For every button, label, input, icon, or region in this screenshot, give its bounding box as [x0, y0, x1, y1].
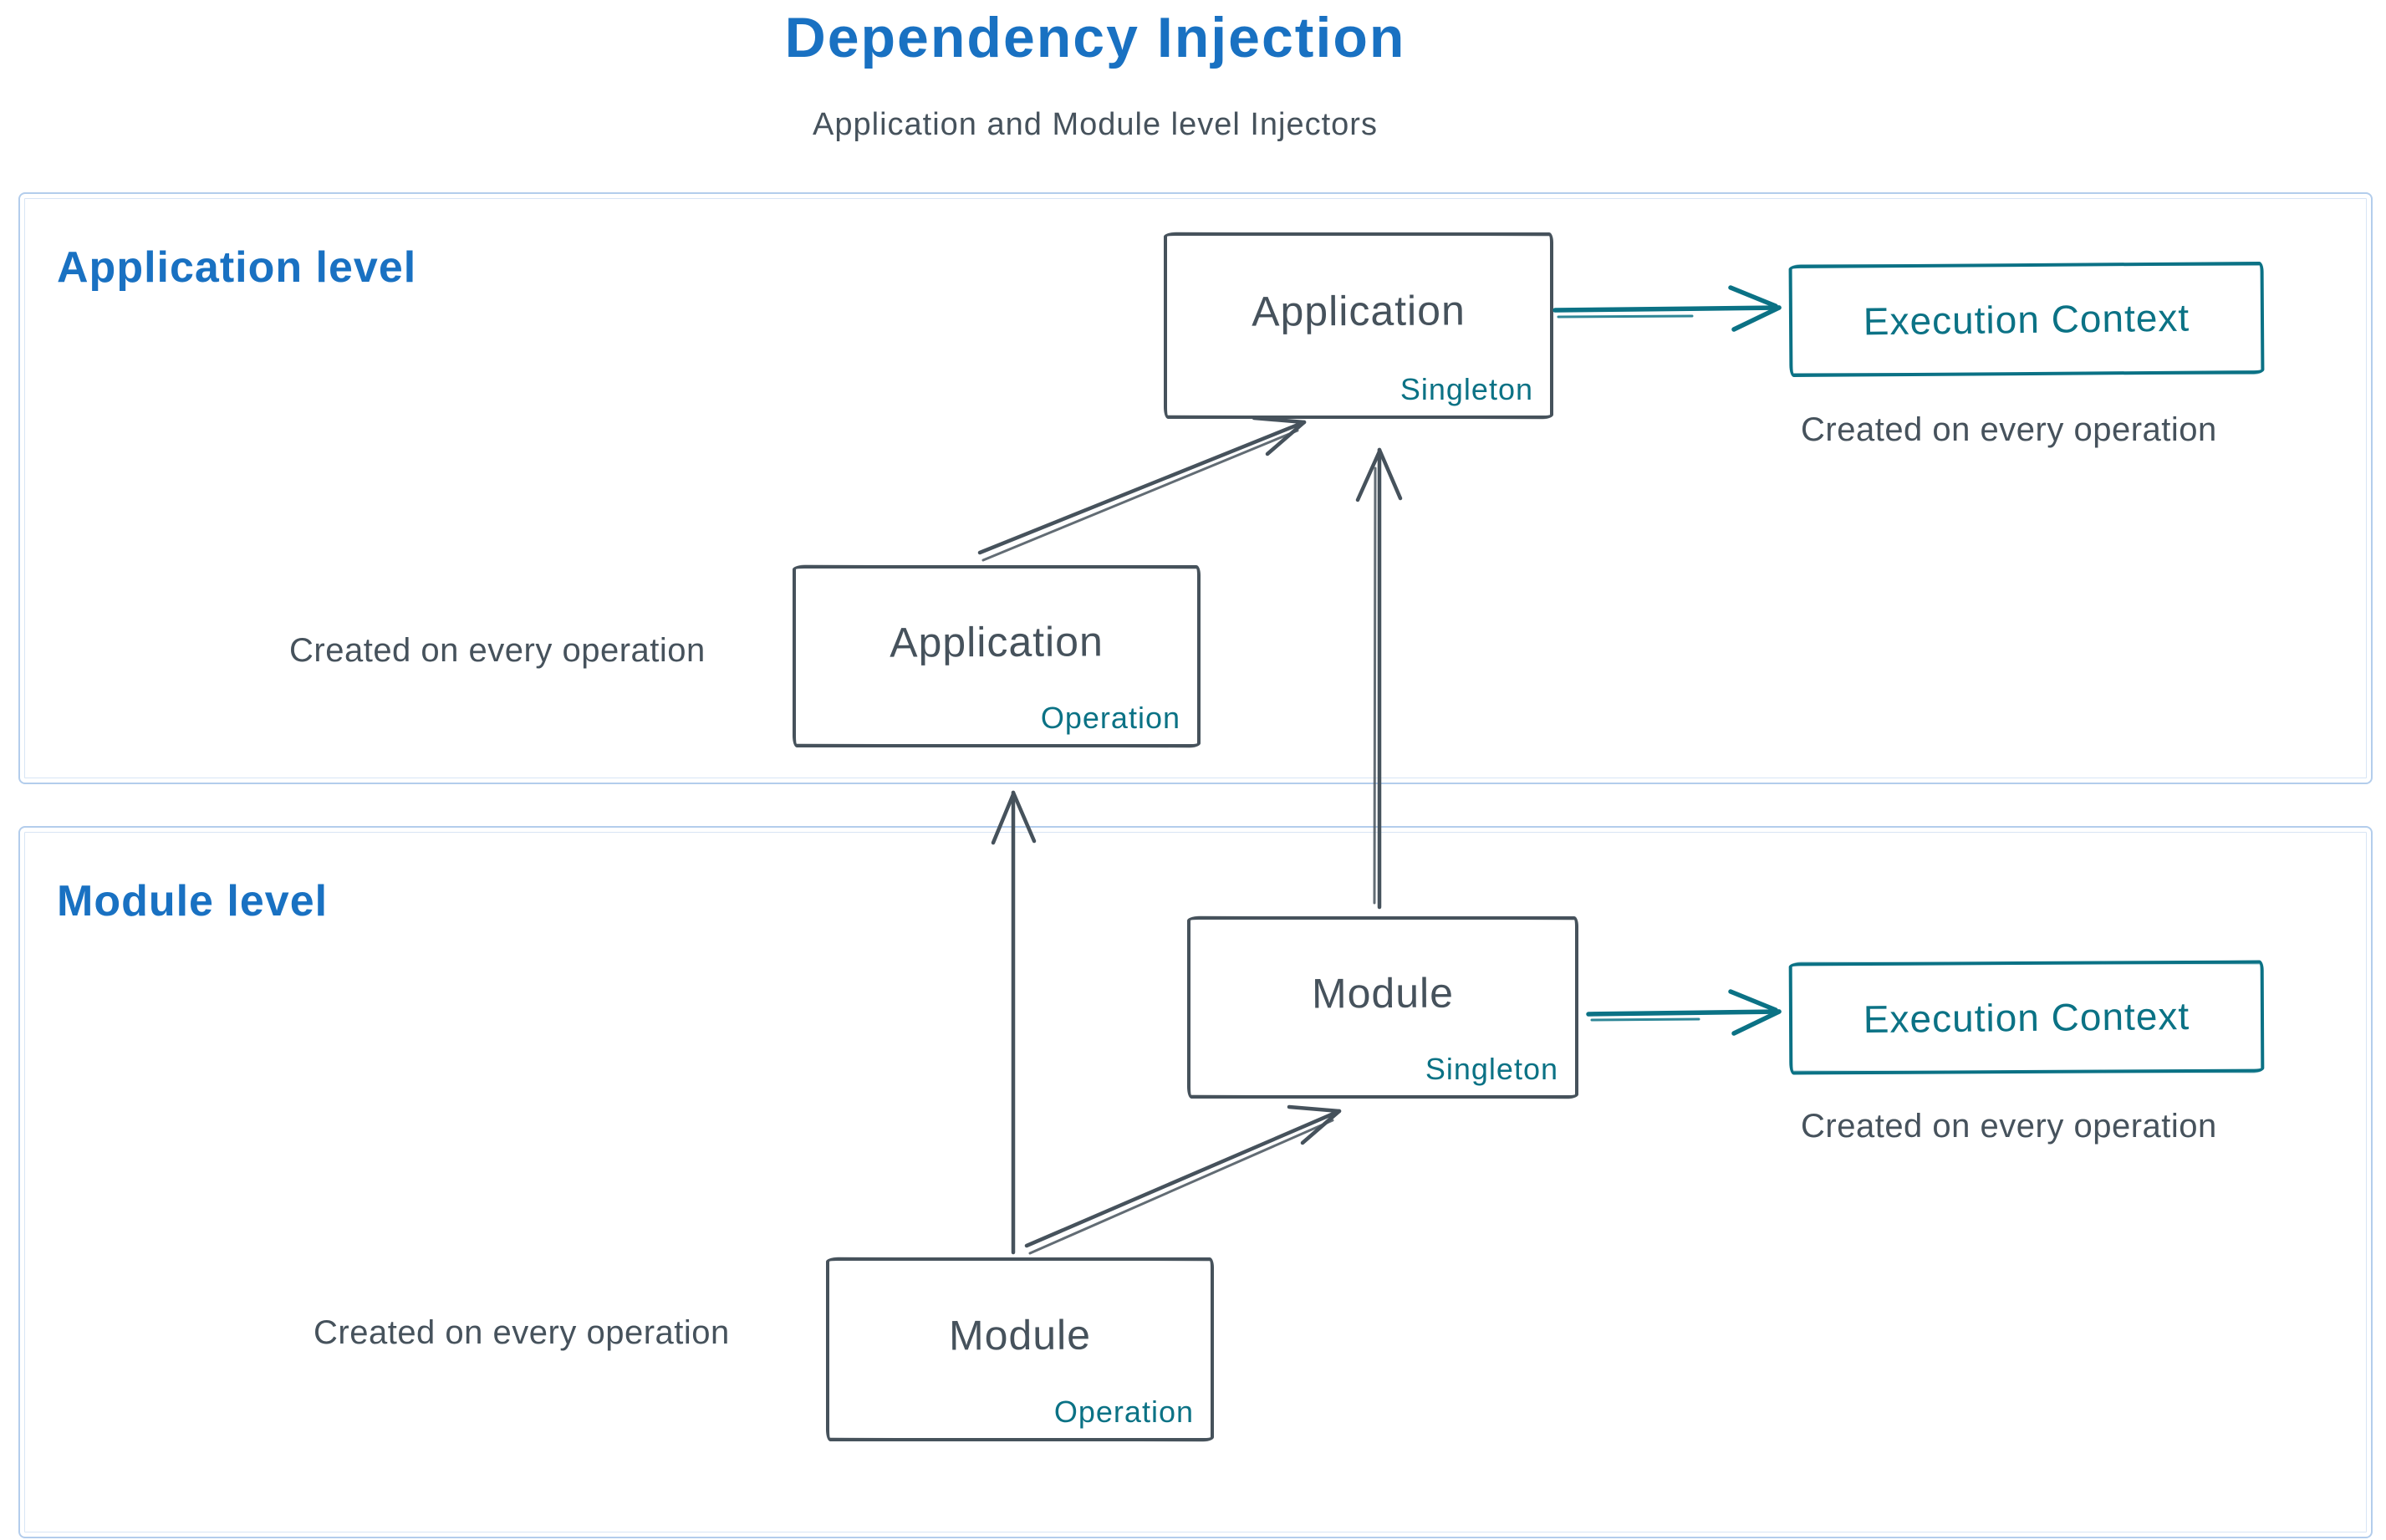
node-module-singleton-scope: Singleton [1425, 1052, 1558, 1086]
caption-app-operation: Created on every operation [289, 632, 706, 669]
node-application-operation: Application Operation [793, 565, 1201, 747]
node-module-operation-scope: Operation [1053, 1395, 1194, 1429]
node-module-singleton-title: Module [1311, 969, 1455, 1017]
node-execution-context-application-title: Execution Context [1863, 295, 2190, 344]
node-application-operation-title: Application [890, 618, 1104, 666]
node-application-singleton-scope: Singleton [1399, 372, 1533, 406]
diagram-subtitle: Application and Module level Injectors [813, 107, 1378, 142]
node-module-singleton: Module Singleton [1187, 916, 1578, 1099]
node-module-operation: Module Operation [826, 1257, 1214, 1441]
node-execution-context-module-title: Execution Context [1863, 993, 2190, 1042]
node-application-singleton: Application Singleton [1164, 232, 1553, 419]
section-application-label: Application level [57, 243, 417, 292]
node-module-operation-title: Module [948, 1311, 1092, 1359]
node-application-singleton-title: Application [1252, 287, 1466, 335]
caption-module-execution-context: Created on every operation [1801, 1108, 2217, 1145]
node-application-operation-scope: Operation [1040, 701, 1180, 735]
caption-module-operation: Created on every operation [314, 1314, 730, 1351]
diagram-title: Dependency Injection [784, 6, 1406, 69]
node-execution-context-module: Execution Context [1788, 960, 2265, 1075]
section-module-label: Module level [57, 877, 329, 926]
node-execution-context-application: Execution Context [1788, 262, 2265, 377]
caption-app-execution-context: Created on every operation [1801, 411, 2217, 448]
